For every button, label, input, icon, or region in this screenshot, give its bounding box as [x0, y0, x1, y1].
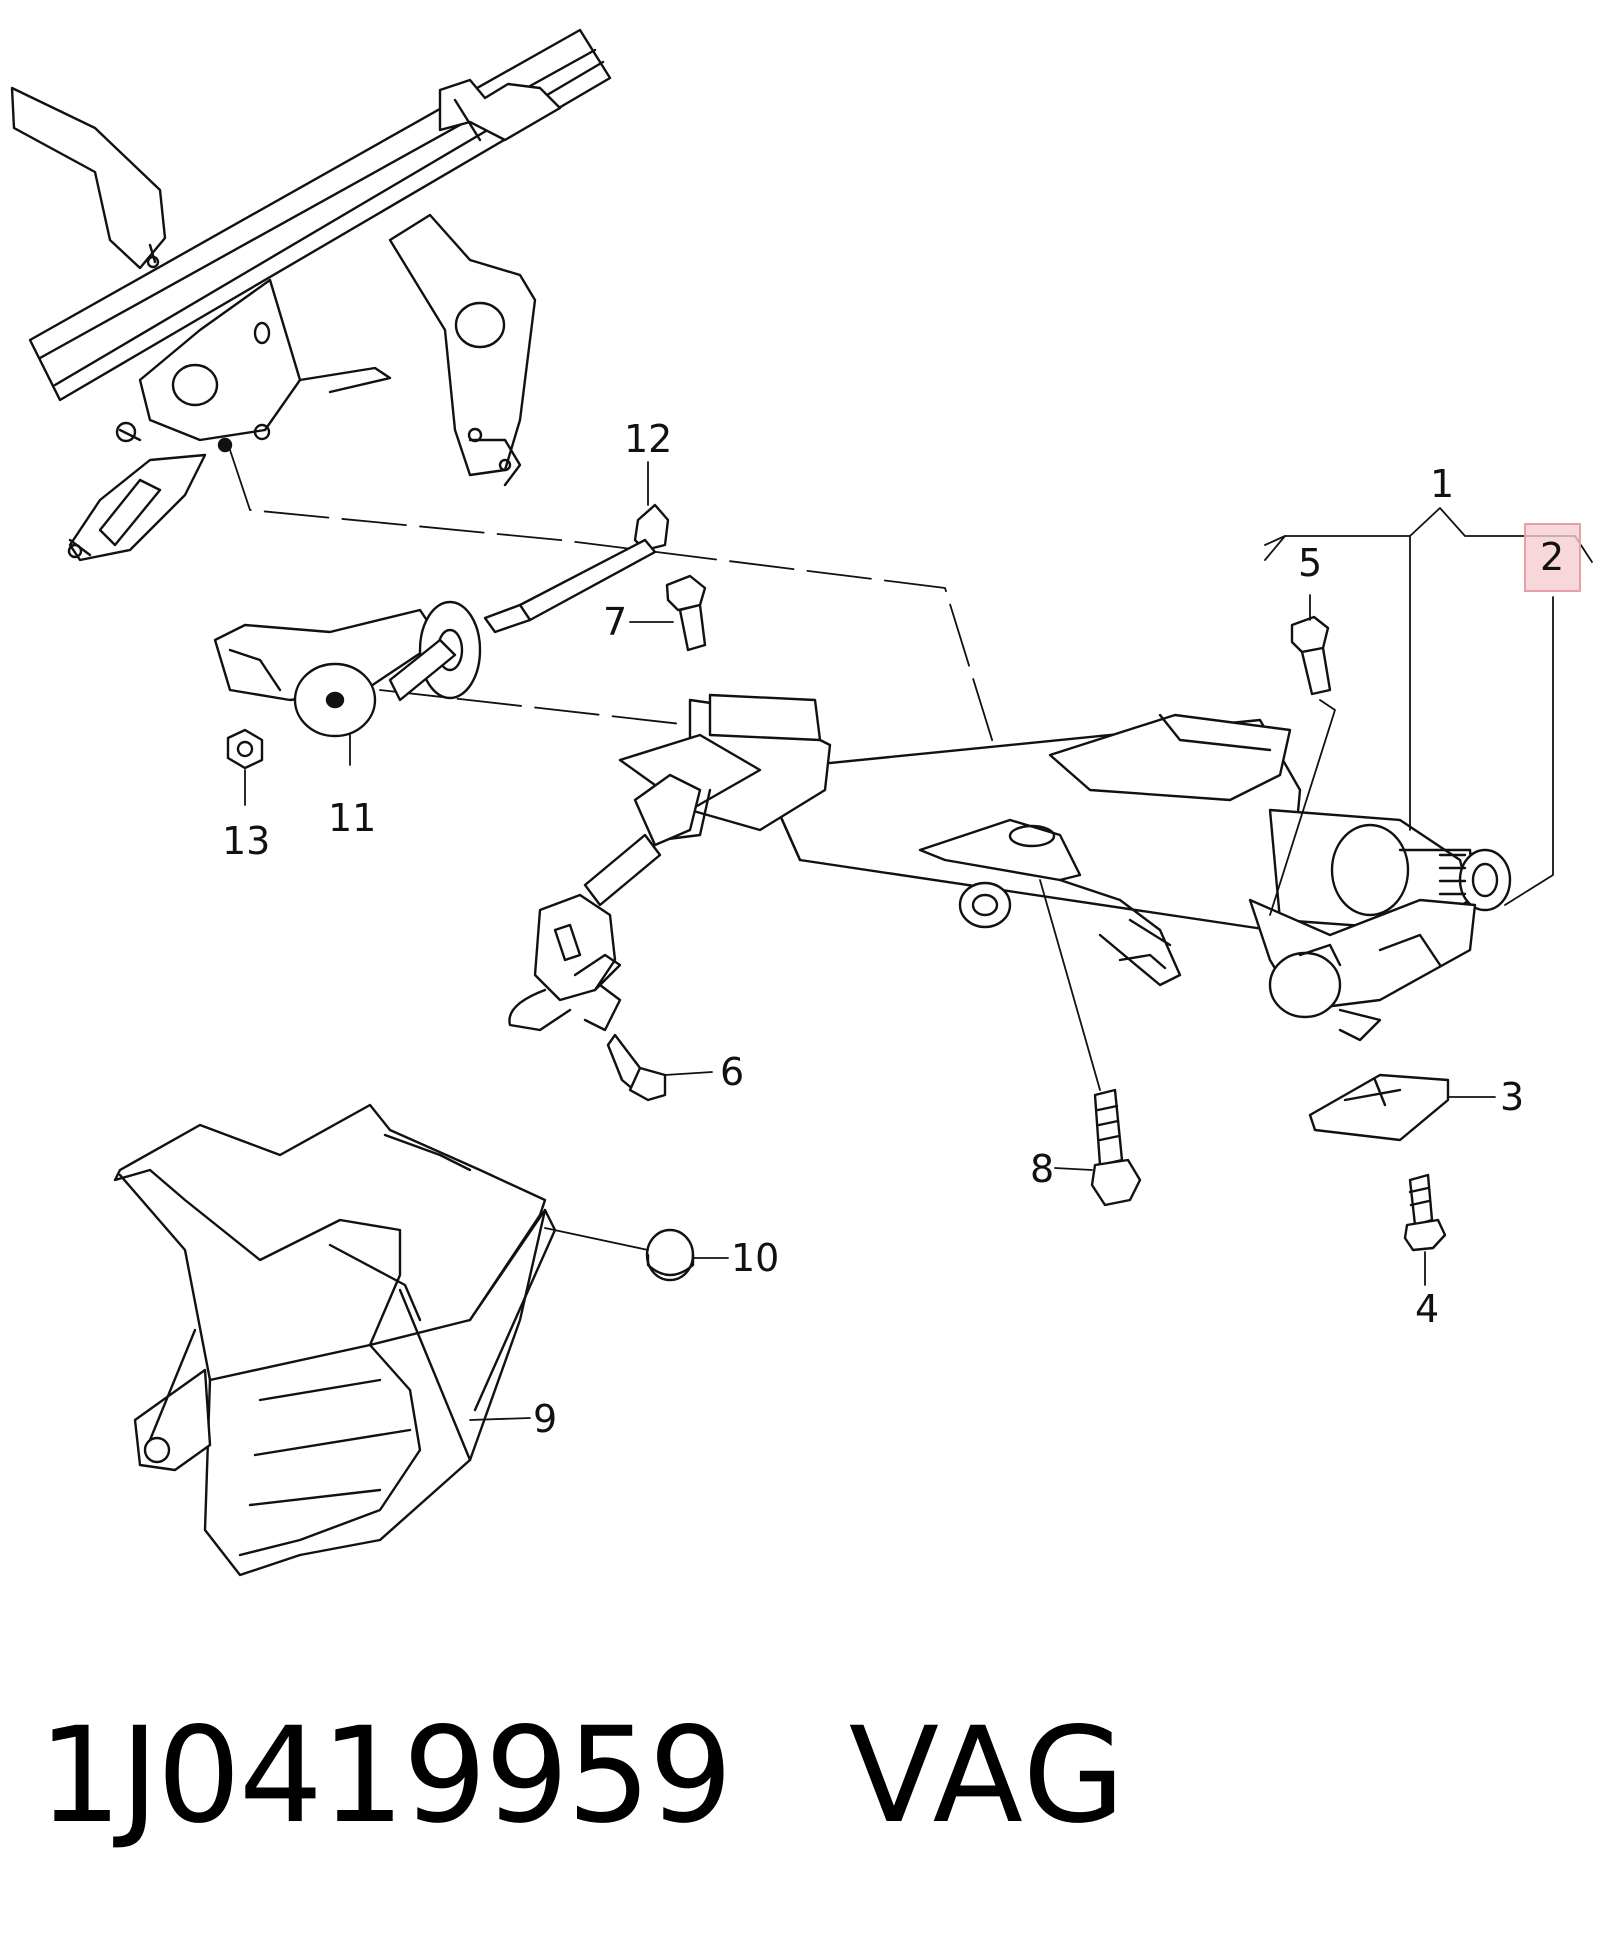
footwell-cover	[113, 1103, 557, 1577]
part-number: 1J0419959	[38, 1699, 733, 1853]
callout-5: 5	[1298, 541, 1323, 585]
long-bolt	[483, 503, 670, 634]
mounting-bolt	[1039, 879, 1142, 1207]
callout-2[interactable]: 2	[1540, 535, 1565, 579]
callout-8: 8	[1030, 1147, 1055, 1191]
callout-3: 3	[1500, 1075, 1525, 1119]
callout-10: 10	[731, 1236, 780, 1280]
hex-nut	[226, 728, 264, 770]
callout-12: 12	[624, 417, 673, 461]
shear-bolt	[1403, 1173, 1447, 1252]
shear-plate	[1308, 1073, 1450, 1142]
callout-7: 7	[603, 600, 628, 644]
highlighted-callout-box	[1524, 523, 1581, 592]
callout-4: 4	[1415, 1287, 1440, 1331]
steering-column	[618, 693, 1512, 1042]
manufacturer-name: VAG	[848, 1699, 1127, 1853]
short-bolt-top	[665, 574, 707, 652]
plug-cap	[645, 1228, 695, 1282]
callout-6: 6	[720, 1050, 745, 1094]
short-bolt-right	[1290, 615, 1332, 696]
assembly-leader-lines	[229, 449, 1021, 831]
clamp-bolt	[606, 1033, 667, 1102]
callout-11: 11	[328, 796, 377, 840]
support-bracket	[213, 600, 482, 738]
callout-9: 9	[533, 1397, 558, 1441]
callout-13: 13	[222, 819, 271, 863]
callout-1: 1	[1430, 462, 1455, 506]
cross-member-beam	[10, 28, 612, 562]
intermediate-shaft	[508, 773, 702, 1032]
